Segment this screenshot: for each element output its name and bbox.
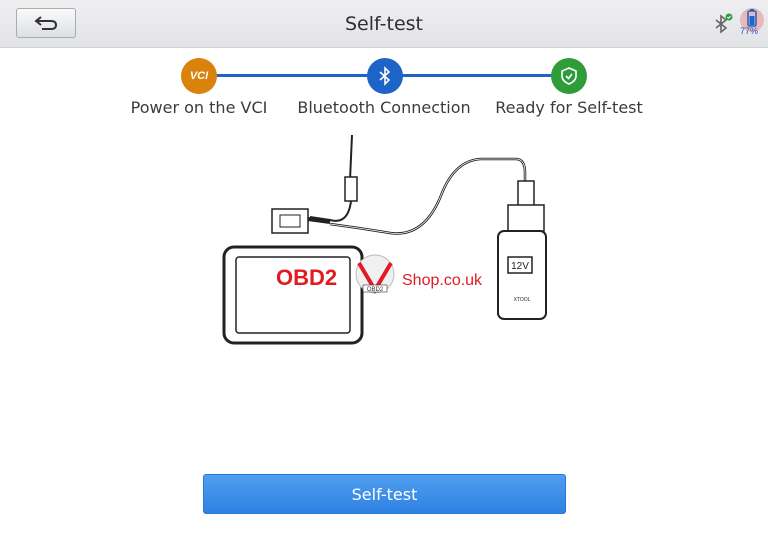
step-connector-2 xyxy=(402,74,552,77)
back-arrow-icon xyxy=(34,16,58,30)
bluetooth-icon xyxy=(379,66,391,86)
shield-check-icon xyxy=(561,67,577,85)
step-ready-circle xyxy=(551,58,587,94)
top-bar: Self-test 77% xyxy=(0,0,768,48)
self-test-button[interactable]: Self-test xyxy=(203,474,566,514)
back-button[interactable] xyxy=(16,8,76,38)
step-bluetooth-circle xyxy=(367,58,403,94)
step-label-bluetooth: Bluetooth Connection xyxy=(297,98,471,117)
step-connector-1 xyxy=(216,74,368,77)
step-label-vci: Power on the VCI xyxy=(130,98,268,117)
vci-brand-label: XTOOL xyxy=(514,297,531,303)
step-vci-circle: VCI xyxy=(181,58,217,94)
bluetooth-status-icon xyxy=(715,13,733,34)
step-label-ready: Ready for Self-test xyxy=(495,98,643,117)
watermark-badge: OBD2 xyxy=(367,287,384,293)
battery-level: 77% xyxy=(740,26,759,36)
vci-icon: VCI xyxy=(189,70,209,82)
page-title: Self-test xyxy=(344,13,424,35)
watermark-right: Shop.co.uk xyxy=(402,272,483,289)
battery-icon xyxy=(740,8,764,32)
connection-illustration: 12V XTOOL OBD2 OBD2 Shop.co.uk xyxy=(222,134,547,345)
vci-voltage-label: 12V xyxy=(511,261,529,272)
watermark-left: OBD2 xyxy=(276,265,337,290)
